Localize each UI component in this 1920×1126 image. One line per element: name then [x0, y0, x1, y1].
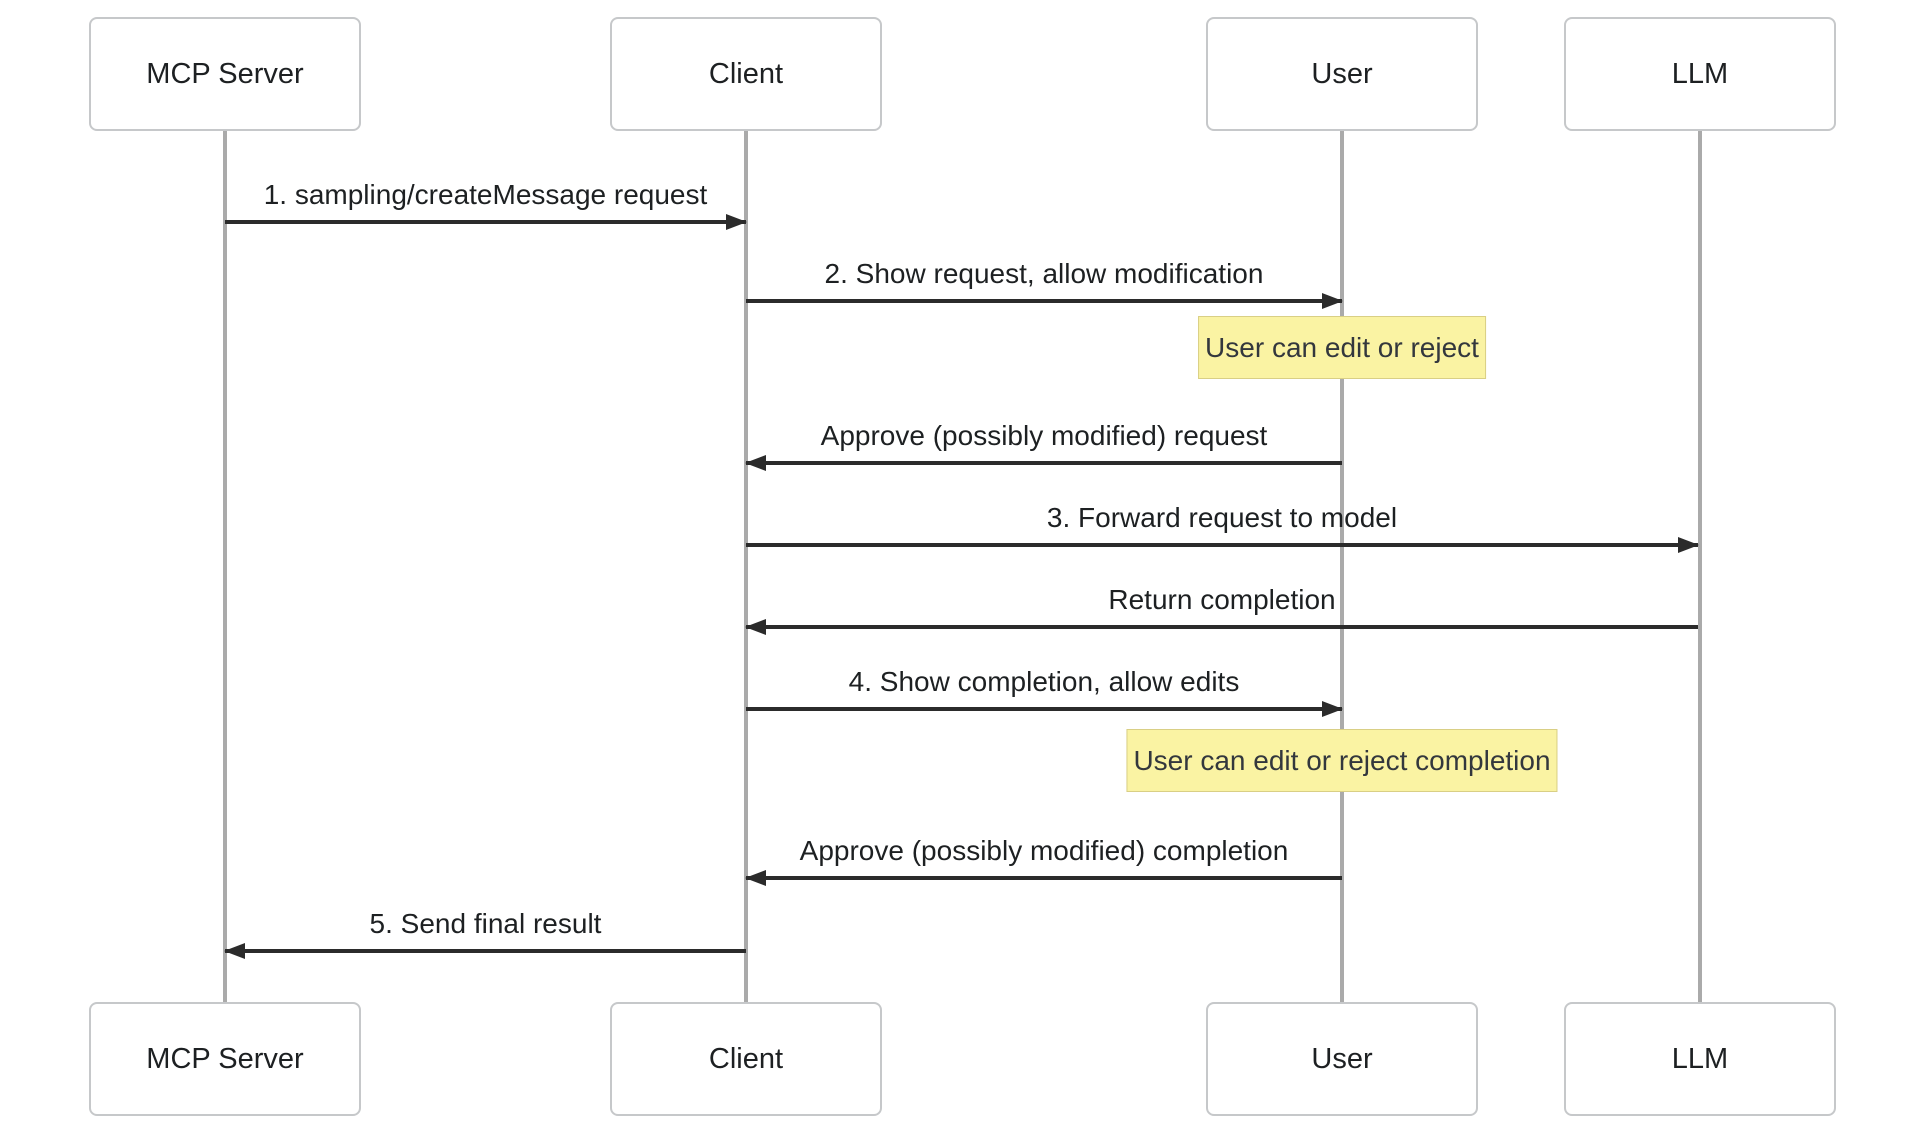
- lifeline-llm: [1698, 131, 1702, 1002]
- message-label-approve-completion: Approve (possibly modified) completion: [799, 835, 1289, 866]
- actor-box-llm-bottom: LLM: [1564, 1002, 1836, 1116]
- actor-box-client-bottom: Client: [610, 1002, 882, 1116]
- message-label-return-completion: Return completion: [1108, 584, 1336, 615]
- actor-label: User: [1311, 1042, 1373, 1075]
- lifeline-mcp-server: [223, 131, 227, 1002]
- message-label-forward-request: 3. Forward request to model: [1046, 502, 1398, 533]
- actor-label: Client: [708, 57, 784, 90]
- note-user-edit-reject: User can edit or reject: [1198, 316, 1486, 379]
- actor-label: LLM: [1671, 57, 1729, 90]
- actor-label: MCP Server: [146, 57, 304, 90]
- message-arrow-return-completion: [746, 625, 1698, 629]
- message-arrow-forward-request: [746, 543, 1698, 547]
- actor-box-user-top: User: [1206, 17, 1478, 131]
- actor-box-llm-top: LLM: [1564, 17, 1836, 131]
- message-label-sampling-create: 1. sampling/createMessage request: [263, 179, 708, 210]
- message-arrow-send-final-result: [225, 949, 746, 953]
- message-label-approve-request: Approve (possibly modified) request: [820, 420, 1268, 451]
- message-arrow-show-request: [746, 299, 1342, 303]
- actor-label: Client: [708, 1042, 784, 1075]
- message-arrow-approve-request: [746, 461, 1342, 465]
- actor-label: MCP Server: [146, 1042, 304, 1075]
- actor-label: LLM: [1671, 1042, 1729, 1075]
- lifeline-client: [744, 131, 748, 1002]
- message-label-send-final-result: 5. Send final result: [369, 908, 602, 939]
- lifeline-user: [1340, 131, 1344, 1002]
- actor-label: User: [1311, 57, 1373, 90]
- message-arrow-approve-completion: [746, 876, 1342, 880]
- message-label-show-request: 2. Show request, allow modification: [824, 258, 1264, 289]
- actor-box-client-top: Client: [610, 17, 882, 131]
- message-arrow-sampling-create: [225, 220, 746, 224]
- message-arrow-show-completion: [746, 707, 1342, 711]
- actor-box-user-bottom: User: [1206, 1002, 1478, 1116]
- actor-box-mcp-server-top: MCP Server: [89, 17, 361, 131]
- note-user-edit-reject-completion: User can edit or reject completion: [1126, 729, 1558, 792]
- actor-box-mcp-server-bottom: MCP Server: [89, 1002, 361, 1116]
- message-label-show-completion: 4. Show completion, allow edits: [848, 666, 1240, 697]
